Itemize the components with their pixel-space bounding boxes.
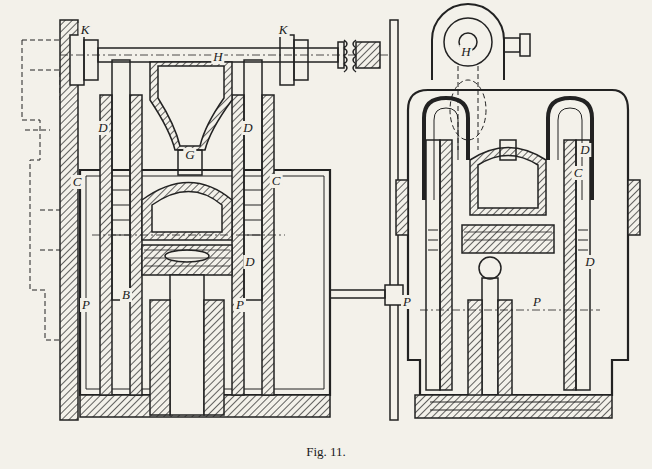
part-letter: C <box>270 174 283 188</box>
figure-caption: Fig. 11. <box>306 444 346 460</box>
part-letter: P <box>401 295 413 309</box>
part-letter: G <box>183 148 196 162</box>
part-letter: D <box>583 255 596 269</box>
part-letter: P <box>80 298 92 312</box>
part-letter: P <box>531 295 543 309</box>
part-letter: C <box>71 175 84 189</box>
part-letter: C <box>572 166 585 180</box>
part-letter: D <box>578 143 591 157</box>
part-letter: D <box>241 121 254 135</box>
part-letter: K <box>277 23 290 37</box>
part-letter: H <box>211 50 224 64</box>
part-letter: D <box>96 121 109 135</box>
part-letter: H <box>459 45 472 59</box>
part-letter: P <box>234 298 246 312</box>
part-letter: B <box>120 288 132 302</box>
part-letter: D <box>243 255 256 269</box>
part-letter: K <box>79 23 92 37</box>
